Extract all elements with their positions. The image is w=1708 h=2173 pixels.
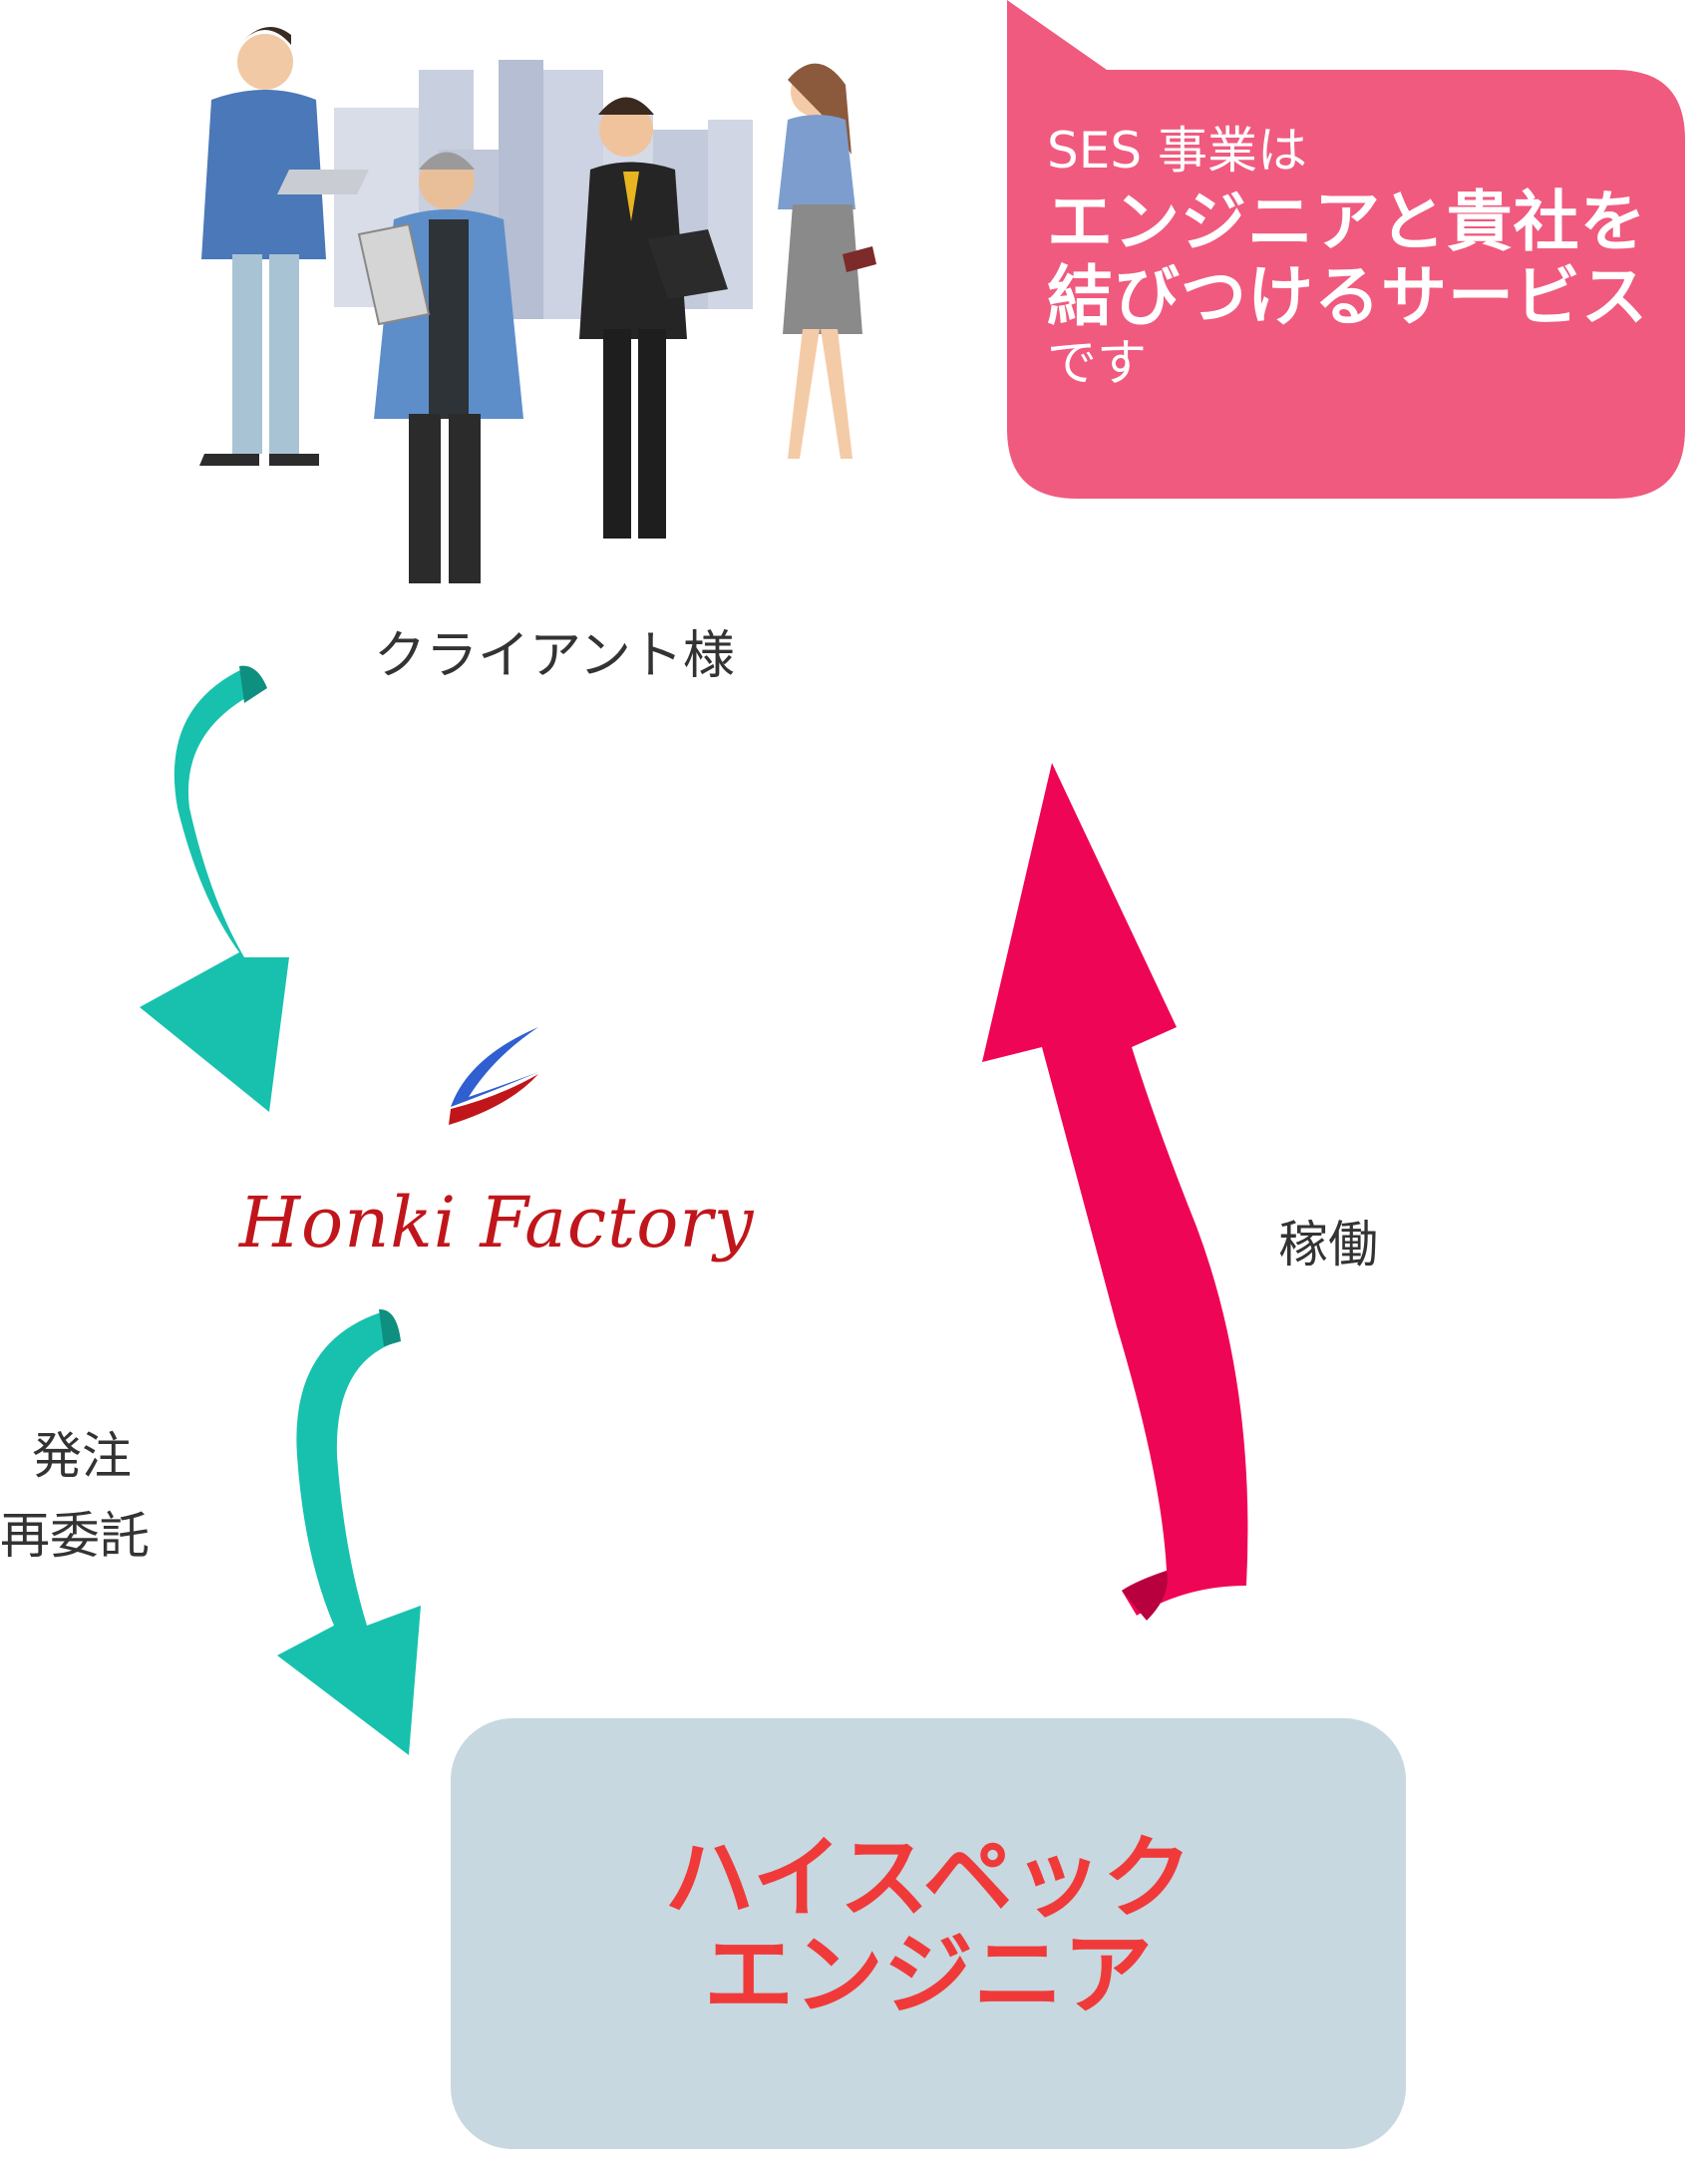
order-arrow-bottom bbox=[277, 1308, 421, 1755]
order-arrow-top bbox=[140, 665, 289, 1112]
bubble-line-2: エンジニアと貴社を bbox=[1047, 182, 1647, 260]
engineer-text: ハイスペック エンジニア bbox=[451, 1826, 1406, 2028]
engineer-line-2: エンジニア bbox=[704, 1923, 1153, 2028]
order-label: 発注 bbox=[32, 1427, 132, 1485]
bubble-line-4: です bbox=[1047, 334, 1147, 393]
engineer-box bbox=[451, 1718, 1406, 2149]
engineer-line-1: ハイスペック bbox=[664, 1826, 1193, 1931]
work-arrow bbox=[982, 763, 1248, 1621]
logo-swoosh-icon bbox=[449, 1027, 538, 1125]
client-people-illustration bbox=[199, 27, 876, 583]
work-label: 稼働 bbox=[1278, 1216, 1378, 1273]
speech-bubble bbox=[1007, 0, 1685, 499]
company-logo-text: Honki Factory bbox=[239, 1182, 755, 1264]
bubble-line-3: 結びつけるサービス bbox=[1047, 257, 1648, 335]
subcontract-label: 再委託 bbox=[0, 1507, 150, 1565]
client-label: クライアント様 bbox=[374, 626, 735, 686]
bubble-text: SES 事業は エンジニアと貴社を 結びつけるサービス です bbox=[1047, 125, 1648, 390]
bubble-line-1: SES 事業は bbox=[1047, 122, 1307, 180]
